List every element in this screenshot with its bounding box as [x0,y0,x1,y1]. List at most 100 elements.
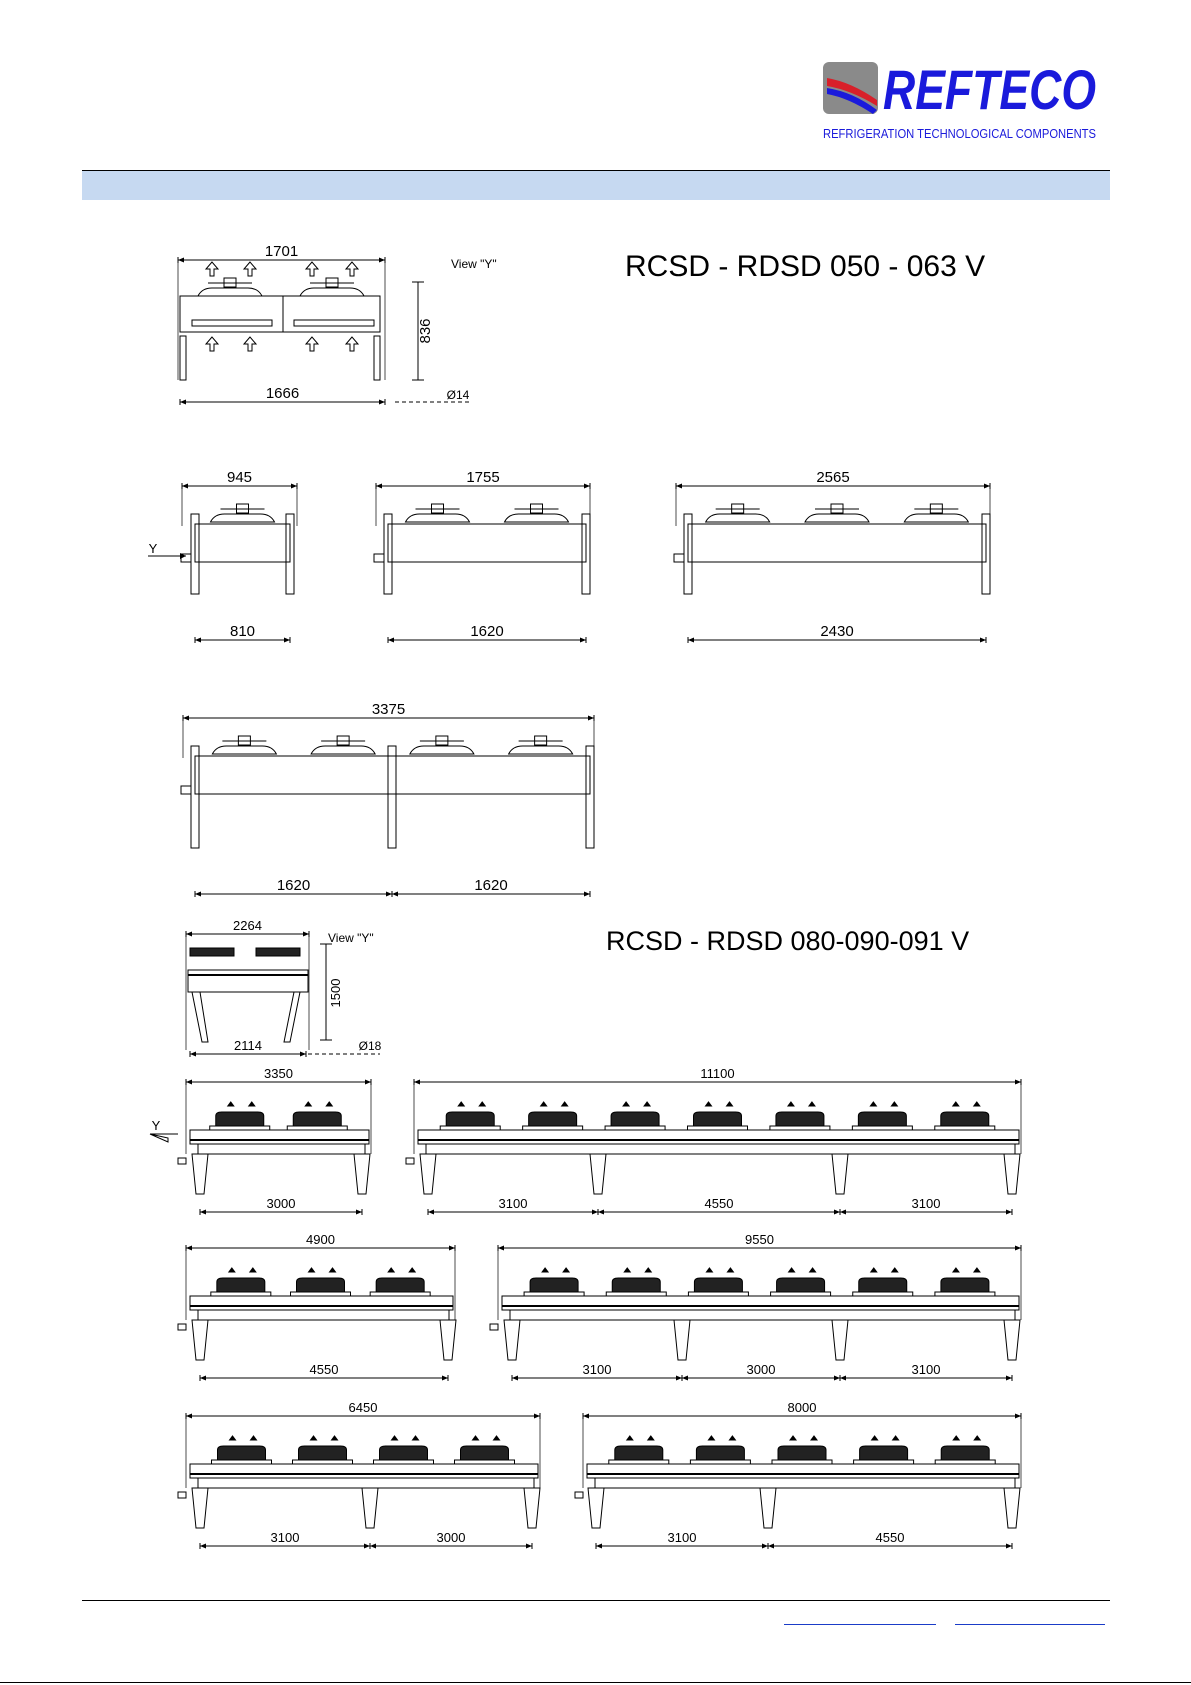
fan [935,1268,995,1296]
g2-side-hole-label: Ø18 [359,1039,382,1053]
footer-link-1[interactable] [784,1620,936,1625]
g2-variant-5: 6450 3100 3000 [178,1400,540,1549]
g1-v3-dim-overall-label: 2565 [816,469,849,486]
fan [805,504,869,522]
fan [374,1436,434,1464]
g2-v4-dim-span-2-label: 3000 [747,1362,776,1377]
g2-v4-dim-span-3: 3100 [840,1362,1012,1381]
group1-view-label: View "Y" [451,257,497,271]
g2-v1-dim-overall: 3350 [186,1066,371,1085]
g2-v4-dim-span-1: 3100 [512,1362,682,1381]
g2-variant-1: 3350 3000 [178,1066,371,1215]
fan [370,1268,430,1296]
g1-v3-dim-overall: 2565 [676,469,990,489]
g2-v3-dim-span-1-label: 4550 [310,1362,339,1377]
g2-v4-dim-span-2: 3000 [682,1362,840,1381]
g2-v5-dim-overall-label: 6450 [349,1400,378,1415]
airflow-arrow [306,337,318,351]
g2-v2-dim-span-3: 3100 [840,1196,1012,1215]
g2-side-dim-bottom-label: 2114 [234,1038,262,1053]
g1-side-dim-height-label: 836 [417,318,434,343]
g1-v2-dim-span-1-label: 1620 [470,623,503,640]
g2-v5-dim-span-2-label: 3000 [437,1530,466,1545]
fan [410,736,474,754]
g2-variant-3: 4900 4550 [178,1232,456,1381]
g2-v6-dim-span-1: 3100 [596,1530,768,1549]
g2-v6-dim-span-2: 4550 [768,1530,1012,1549]
g2-v2-dim-span-3-label: 3100 [912,1196,941,1211]
g2-v1-dim-overall-label: 3350 [264,1066,293,1081]
g2-v5-dim-overall: 6450 [186,1400,540,1419]
g2-v2-dim-span-1: 3100 [428,1196,598,1215]
g2-v6-dim-overall: 8000 [583,1400,1021,1419]
g2-variant-6: 8000 3100 4550 [575,1400,1021,1549]
g1-v4-dim-span-1-label: 1620 [277,877,310,894]
fan [198,278,262,296]
fan [211,504,275,522]
fan [854,1436,914,1464]
g1-variant-4: 3375 1620 1620 [181,701,594,897]
g2-y-marker: Y [150,1118,178,1142]
g2-v5-dim-span-1-label: 3100 [271,1530,300,1545]
airflow-arrow [206,337,218,351]
g1-side-dim-height: 836 [412,282,434,380]
g1-v4-dim-overall-label: 3375 [372,701,405,718]
g1-y-marker-label: Y [149,541,158,556]
g1-y-marker: Y [148,541,186,559]
g2-v6-dim-span-1-label: 3100 [668,1530,697,1545]
g2-v4-dim-span-3-label: 3100 [912,1362,941,1377]
fan [523,1102,583,1130]
fan [287,1102,347,1130]
fan [509,736,573,754]
airflow-arrow [206,262,218,276]
fan [852,1102,912,1130]
g1-v2-dim-span-1: 1620 [388,623,586,643]
fan [212,1436,272,1464]
g2-side-dim-top-label: 2264 [233,918,262,933]
fan [706,504,770,522]
g2-v3-dim-overall-label: 4900 [306,1232,335,1247]
g1-v1-dim-span-1: 810 [195,623,290,643]
g1-v3-dim-span-1: 2430 [688,623,986,643]
g2-y-marker-label: Y [152,1118,161,1133]
g1-v4-dim-overall: 3375 [183,701,594,721]
fan [771,1268,831,1296]
fan [505,504,569,522]
group2-view-label: View "Y" [328,931,374,945]
g1-side-hole-label: Ø14 [447,388,470,402]
fan [605,1102,665,1130]
page-bottom-rule [0,1682,1191,1683]
g2-v5-dim-span-1: 3100 [200,1530,370,1549]
g1-side-dim-top-label: 1701 [265,243,298,260]
fan [291,1268,351,1296]
g2-v2-dim-span-1-label: 3100 [499,1196,528,1211]
g2-v1-dim-span-1: 3000 [200,1196,362,1215]
g1-variant-2: 1755 1620 [374,469,590,643]
g1-v2-dim-overall: 1755 [376,469,590,489]
fan [772,1436,832,1464]
g2-v4-dim-overall-label: 9550 [745,1232,774,1247]
g1-v4-dim-span-2-label: 1620 [474,877,507,894]
airflow-arrow [244,337,256,351]
airflow-arrow [306,262,318,276]
g1-variant-3: 2565 2430 [674,469,990,643]
g2-side-dim-height-label: 1500 [328,979,343,1008]
g2-v5-dim-span-2: 3000 [370,1530,532,1549]
fan [300,278,364,296]
group1-title: RCSD - RDSD 050 - 063 V [625,250,985,283]
footer-link-2[interactable] [955,1620,1105,1625]
g1-v4-dim-span-1: 1620 [195,877,392,897]
airflow-arrow [346,337,358,351]
g1-side-dim-bottom: 1666 [180,385,385,405]
fan [311,736,375,754]
fan [212,736,276,754]
g1-v1-dim-span-1-label: 810 [230,623,255,640]
g2-v2-dim-span-2: 4550 [598,1196,840,1215]
fan [690,1436,750,1464]
g1-side-dim-bottom-label: 1666 [266,385,299,402]
footer-rule [82,1600,1110,1601]
g2-v6-dim-overall-label: 8000 [788,1400,817,1415]
